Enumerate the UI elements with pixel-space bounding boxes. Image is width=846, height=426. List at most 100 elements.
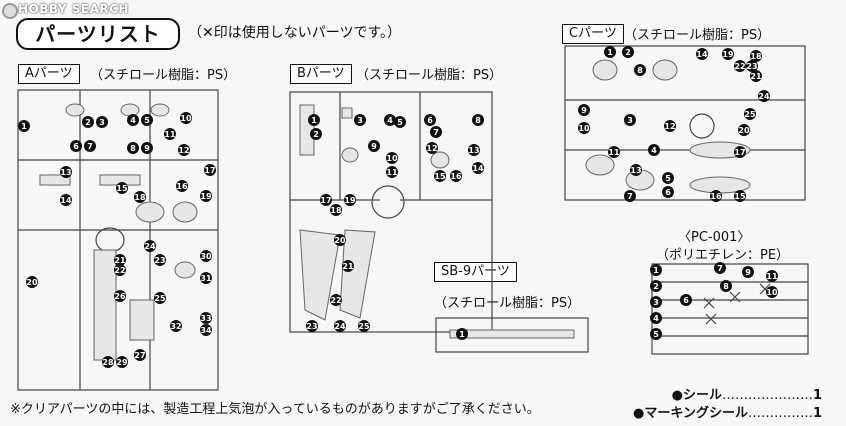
part-number-c-3: 3 xyxy=(624,114,636,126)
svg-text:9: 9 xyxy=(144,144,150,153)
part-number-a-2: 2 xyxy=(82,116,94,128)
svg-text:24: 24 xyxy=(144,242,156,251)
part-number-pc001-2: 2 xyxy=(650,280,662,292)
part-number-b-22: 22 xyxy=(330,294,342,306)
part-number-pc001-10: 10 xyxy=(766,286,778,298)
svg-text:19: 19 xyxy=(722,50,734,59)
svg-text:9: 9 xyxy=(745,268,751,277)
part-number-a-22: 22 xyxy=(114,264,126,276)
svg-text:3: 3 xyxy=(627,116,633,125)
svg-text:24: 24 xyxy=(758,92,770,101)
extra-sticker-qty: 1 xyxy=(812,388,822,403)
part-number-c-10: 10 xyxy=(578,122,590,134)
svg-text:15: 15 xyxy=(734,192,746,201)
part-number-c-18: 18 xyxy=(750,50,762,62)
part-number-b-6: 6 xyxy=(424,114,436,126)
svg-text:7: 7 xyxy=(717,264,723,273)
part-number-pc001-3: 3 xyxy=(650,296,662,308)
runner-pc001-sprue xyxy=(651,263,809,355)
svg-text:4: 4 xyxy=(653,314,659,323)
part-number-c-21: 21 xyxy=(750,70,762,82)
svg-text:10: 10 xyxy=(766,288,778,297)
part-number-a-6: 6 xyxy=(70,140,82,152)
part-number-a-16: 16 xyxy=(176,180,188,192)
svg-text:22: 22 xyxy=(330,296,341,305)
svg-text:18: 18 xyxy=(330,206,342,215)
extra-marking-qty: 1 xyxy=(812,406,822,421)
part-number-c-25: 25 xyxy=(744,108,756,120)
part-number-a-12: 12 xyxy=(178,144,190,156)
part-number-b-25: 25 xyxy=(358,320,370,332)
part-number-a-4: 4 xyxy=(127,114,139,126)
part-number-a-28: 28 xyxy=(102,356,114,368)
part-number-c-2: 2 xyxy=(622,46,634,58)
svg-text:13: 13 xyxy=(630,166,641,175)
svg-text:16: 16 xyxy=(176,182,188,191)
part-number-c-23: 23 xyxy=(746,60,758,72)
svg-text:30: 30 xyxy=(200,252,212,261)
part-number-b-21: 21 xyxy=(342,260,354,272)
svg-text:27: 27 xyxy=(134,351,145,360)
part-number-a-32: 32 xyxy=(170,320,182,332)
runner-c-material: （スチロール樹脂：PS） xyxy=(624,28,771,43)
svg-text:16: 16 xyxy=(710,192,722,201)
svg-text:3: 3 xyxy=(357,116,363,125)
svg-text:8: 8 xyxy=(637,66,643,75)
svg-text:8: 8 xyxy=(475,116,481,125)
part-number-b-15: 15 xyxy=(434,170,446,182)
part-number-a-1: 1 xyxy=(18,120,30,132)
runner-sb9-material: （スチロール樹脂：PS） xyxy=(434,296,581,311)
svg-text:1: 1 xyxy=(459,330,465,339)
part-number-c-8: 8 xyxy=(634,64,646,76)
part-number-b-13: 13 xyxy=(468,144,480,156)
svg-text:4: 4 xyxy=(387,116,393,125)
svg-text:18: 18 xyxy=(750,52,762,61)
runner-pc001-material: （ポリエチレン：PE） xyxy=(656,248,790,263)
part-number-a-15: 15 xyxy=(116,182,128,194)
svg-text:19: 19 xyxy=(200,192,212,201)
svg-text:6: 6 xyxy=(427,116,433,125)
svg-text:12: 12 xyxy=(178,146,189,155)
part-number-a-14: 14 xyxy=(60,194,72,206)
svg-text:9: 9 xyxy=(371,142,377,151)
svg-text:11: 11 xyxy=(164,130,176,139)
svg-text:8: 8 xyxy=(130,144,136,153)
svg-text:21: 21 xyxy=(750,72,762,81)
svg-text:17: 17 xyxy=(320,196,331,205)
svg-text:20: 20 xyxy=(334,236,346,245)
part-number-a-8: 8 xyxy=(127,142,139,154)
part-number-pc001-6: 6 xyxy=(680,294,692,306)
extra-sticker: ●シール…………………1 xyxy=(672,384,822,403)
runner-a-material: （スチロール樹脂：PS） xyxy=(90,68,237,83)
svg-text:7: 7 xyxy=(627,192,633,201)
part-number-c-1: 1 xyxy=(604,46,616,58)
svg-text:17: 17 xyxy=(734,148,745,157)
svg-text:20: 20 xyxy=(26,278,38,287)
part-number-a-24: 24 xyxy=(144,240,156,252)
part-number-a-19: 19 xyxy=(200,190,212,202)
svg-text:18: 18 xyxy=(134,193,146,202)
clear-parts-note: ※クリアパーツの中には、製造工程上気泡が入っているものがありますがご了承ください… xyxy=(10,402,540,417)
extra-marking-sticker: ●マーキングシール……………1 xyxy=(633,402,822,421)
part-number-a-3: 3 xyxy=(96,116,108,128)
svg-text:14: 14 xyxy=(472,164,484,173)
svg-text:5: 5 xyxy=(653,330,659,339)
part-number-b-3: 3 xyxy=(354,114,366,126)
part-number-b-5: 5 xyxy=(394,116,406,128)
part-number-b-16: 16 xyxy=(450,170,462,182)
svg-text:25: 25 xyxy=(358,322,370,331)
part-number-pc001-8: 8 xyxy=(720,280,732,292)
part-number-c-5: 5 xyxy=(662,172,674,184)
part-number-pc001-1: 1 xyxy=(650,264,662,276)
part-number-b-12: 12 xyxy=(426,142,438,154)
part-number-a-33: 33 xyxy=(200,312,212,324)
svg-text:17: 17 xyxy=(204,166,215,175)
svg-text:11: 11 xyxy=(386,168,398,177)
svg-text:3: 3 xyxy=(99,118,105,127)
svg-text:1: 1 xyxy=(607,48,613,57)
svg-text:5: 5 xyxy=(144,116,150,125)
part-number-c-9: 9 xyxy=(578,104,590,116)
svg-text:26: 26 xyxy=(114,292,126,301)
part-number-c-20: 20 xyxy=(738,124,750,136)
